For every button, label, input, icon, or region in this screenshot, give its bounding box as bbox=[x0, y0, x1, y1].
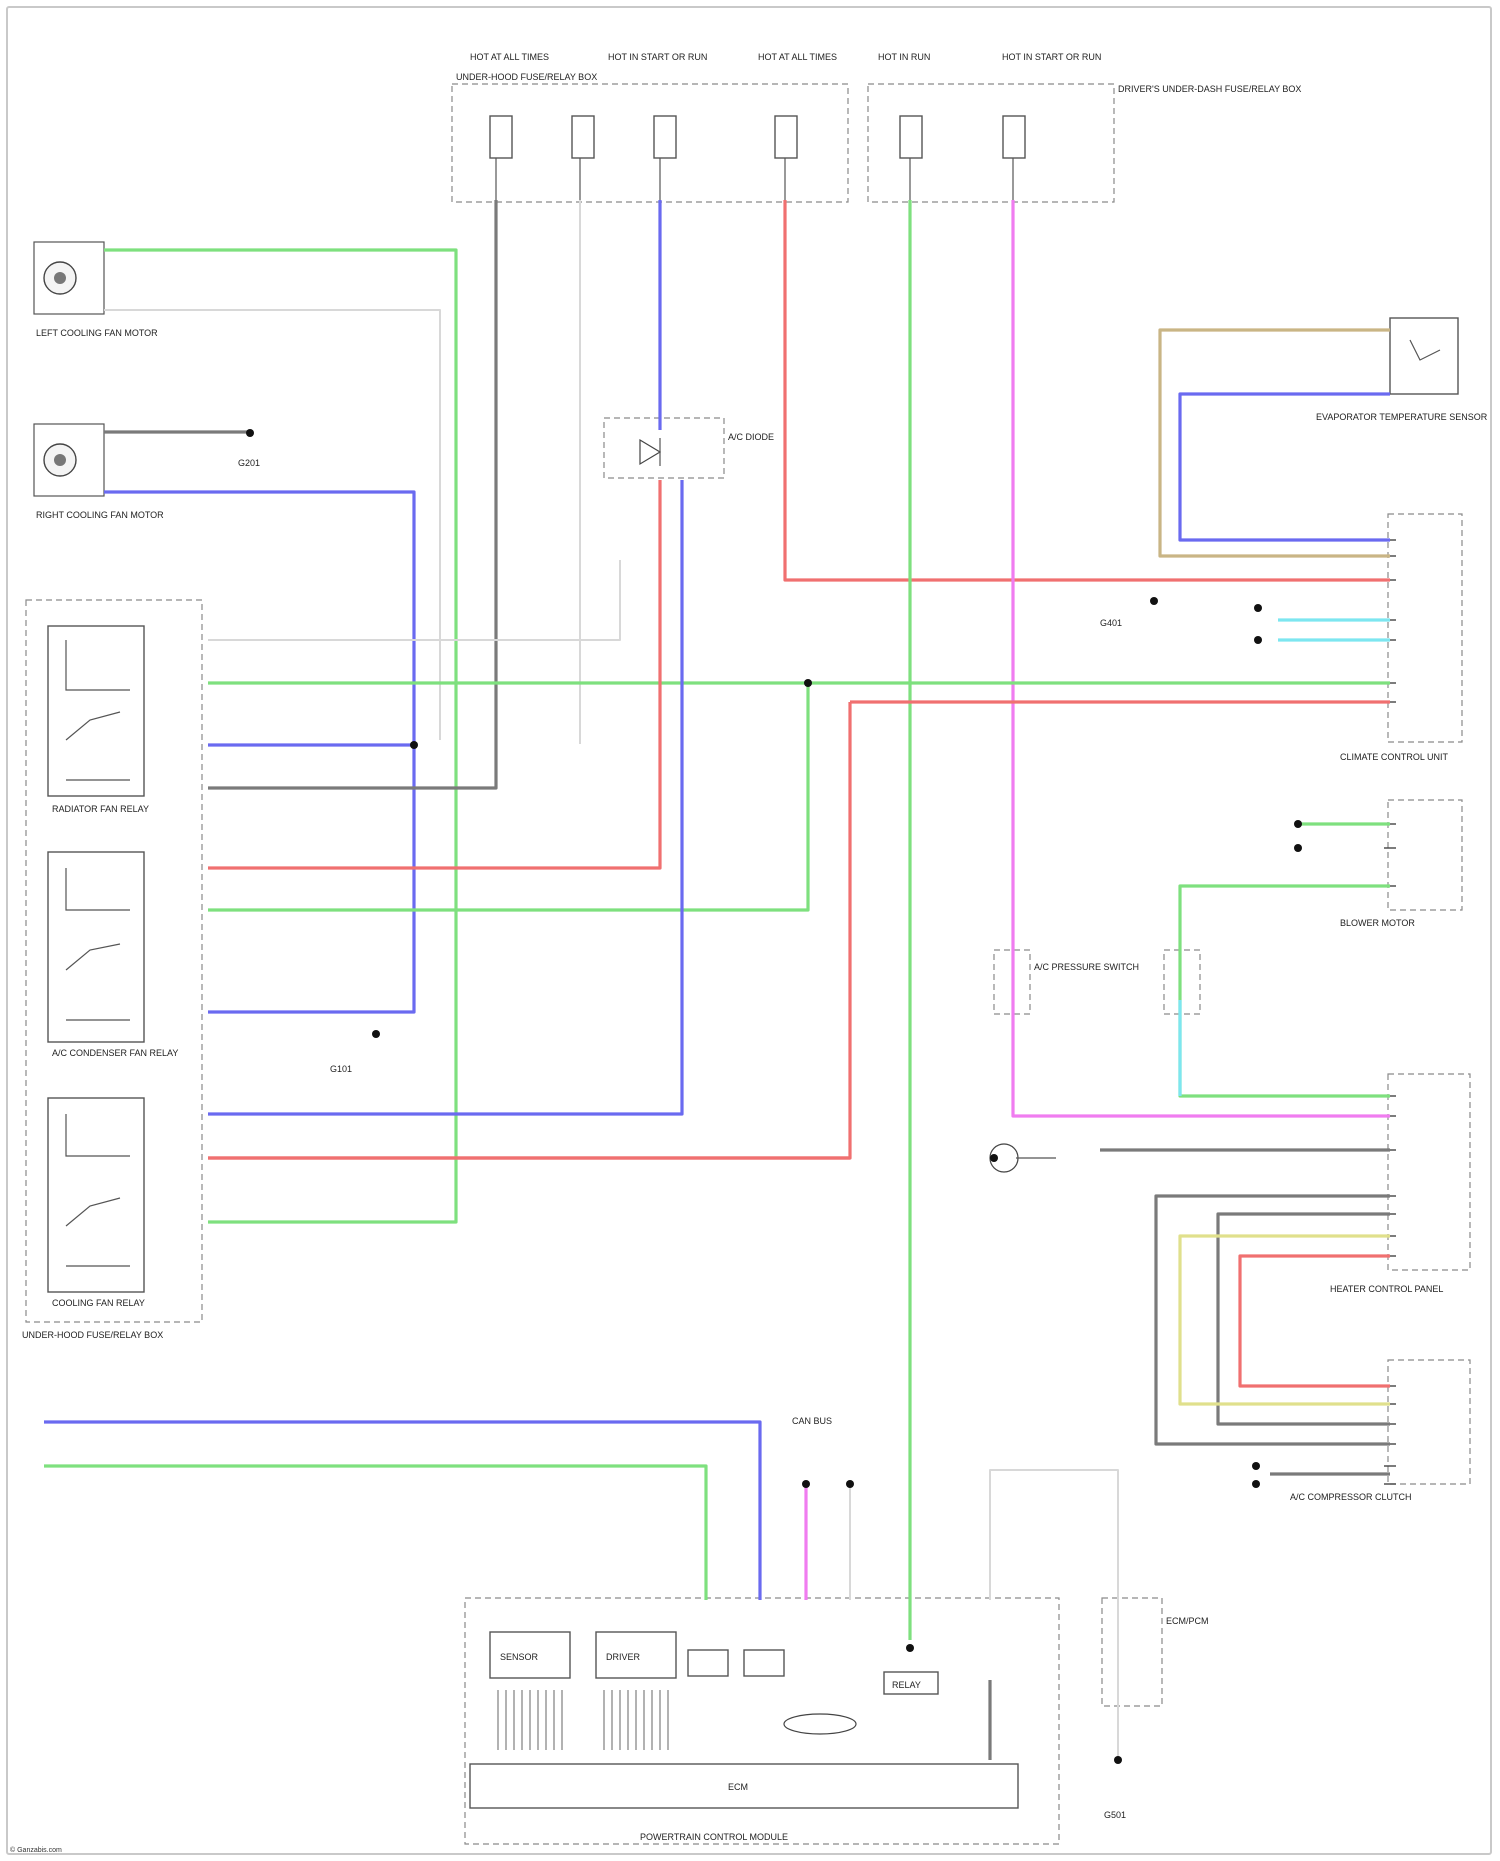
ground-4-label: G501 bbox=[1104, 1810, 1126, 1820]
module-b-label: DRIVER bbox=[606, 1652, 641, 1662]
diode-label: A/C DIODE bbox=[728, 432, 774, 442]
wire-wht-2 bbox=[104, 310, 440, 740]
hvac-unit-label: HEATER CONTROL PANEL bbox=[1330, 1284, 1443, 1294]
wire-yel-30 bbox=[1180, 1236, 1390, 1404]
right-sensor-label: RIGHT COOLING FAN MOTOR bbox=[36, 510, 164, 520]
relay-group bbox=[26, 600, 202, 1322]
underhood-fuse-box bbox=[452, 84, 1114, 202]
ecm-module bbox=[465, 1598, 1162, 1844]
wire-gry-28 bbox=[1156, 1196, 1390, 1444]
wire-blu-4 bbox=[104, 492, 414, 1012]
fuse-row bbox=[490, 116, 1025, 158]
fuse-header-labels: HOT AT ALL TIMES HOT IN START OR RUN HOT A… bbox=[470, 52, 1101, 62]
wire-red-6 bbox=[785, 200, 1390, 580]
fuse-label-2: HOT IN START OR RUN bbox=[608, 52, 707, 62]
fuse-label-1: HOT AT ALL TIMES bbox=[470, 52, 549, 62]
instrument-box-label: DRIVER'S UNDER-DASH FUSE/RELAY BOX bbox=[1118, 84, 1301, 94]
fuse-label-4: HOT IN RUN bbox=[878, 52, 930, 62]
wire-red-16 bbox=[208, 480, 660, 868]
junction-dots bbox=[246, 429, 1302, 1764]
fuse-label-5: HOT IN START OR RUN bbox=[1002, 52, 1101, 62]
component-labels: LEFT COOLING FAN MOTOR RIGHT COOLING FAN… bbox=[10, 72, 1488, 1854]
ground-3-label: G401 bbox=[1100, 618, 1122, 628]
fuse-label-3: HOT AT ALL TIMES bbox=[758, 52, 837, 62]
can-label: CAN BUS bbox=[792, 1416, 832, 1426]
module-a-label: SENSOR bbox=[500, 1652, 539, 1662]
wire-gry-29 bbox=[1218, 1214, 1390, 1424]
ecm-relay-label: RELAY bbox=[892, 1680, 921, 1690]
fan-relay-2-label: A/C CONDENSER FAN RELAY bbox=[52, 1048, 178, 1058]
a-c-diode bbox=[604, 418, 724, 478]
left-sensor-label: LEFT COOLING FAN MOTOR bbox=[36, 328, 158, 338]
blower-label: BLOWER MOTOR bbox=[1340, 918, 1415, 928]
ground-label: G101 bbox=[330, 1064, 352, 1074]
wire-blu-18 bbox=[208, 480, 682, 1114]
footer-text: © Ganzabis.com bbox=[10, 1846, 62, 1854]
pressure-switch bbox=[990, 950, 1200, 1172]
evap-temp-sensor-label: EVAPORATOR TEMPERATURE SENSOR bbox=[1316, 412, 1488, 422]
wire-brn-20 bbox=[1160, 330, 1390, 556]
ground-2-label: G201 bbox=[238, 458, 260, 468]
wire-grn-17 bbox=[208, 683, 808, 910]
ecm-label: POWERTRAIN CONTROL MODULE bbox=[640, 1832, 788, 1842]
relay-group-label: UNDER-HOOD FUSE/RELAY BOX bbox=[22, 1330, 163, 1340]
underhood-box-label: UNDER-HOOD FUSE/RELAY BOX bbox=[456, 72, 597, 82]
right-cooling-fan-motor bbox=[34, 424, 104, 496]
wire-grn-34 bbox=[44, 1466, 706, 1600]
wire-harness bbox=[44, 200, 1390, 1760]
compressor-clutch-label: A/C COMPRESSOR CLUTCH bbox=[1290, 1492, 1412, 1502]
wire-pnk-8 bbox=[1013, 200, 1390, 1116]
right-components bbox=[1384, 318, 1470, 1484]
wire-wht-37 bbox=[990, 1470, 1118, 1760]
wire-grn-1 bbox=[104, 250, 456, 1222]
fan-relay-3-label: COOLING FAN RELAY bbox=[52, 1298, 145, 1308]
climate-control-label: CLIMATE CONTROL UNIT bbox=[1340, 752, 1449, 762]
wire-red-15 bbox=[208, 702, 850, 1158]
pressure-switch-label: A/C PRESSURE SWITCH bbox=[1034, 962, 1139, 972]
wire-red-31 bbox=[1240, 1256, 1390, 1386]
left-cooling-fan-motor bbox=[34, 242, 104, 314]
wire-gry-9 bbox=[208, 200, 496, 788]
fan-relay-1-label: RADIATOR FAN RELAY bbox=[52, 804, 149, 814]
ecm-core-label: ECM bbox=[728, 1782, 748, 1792]
wire-blu-33 bbox=[44, 1422, 760, 1600]
ecm-name-label: ECM/PCM bbox=[1166, 1616, 1209, 1626]
